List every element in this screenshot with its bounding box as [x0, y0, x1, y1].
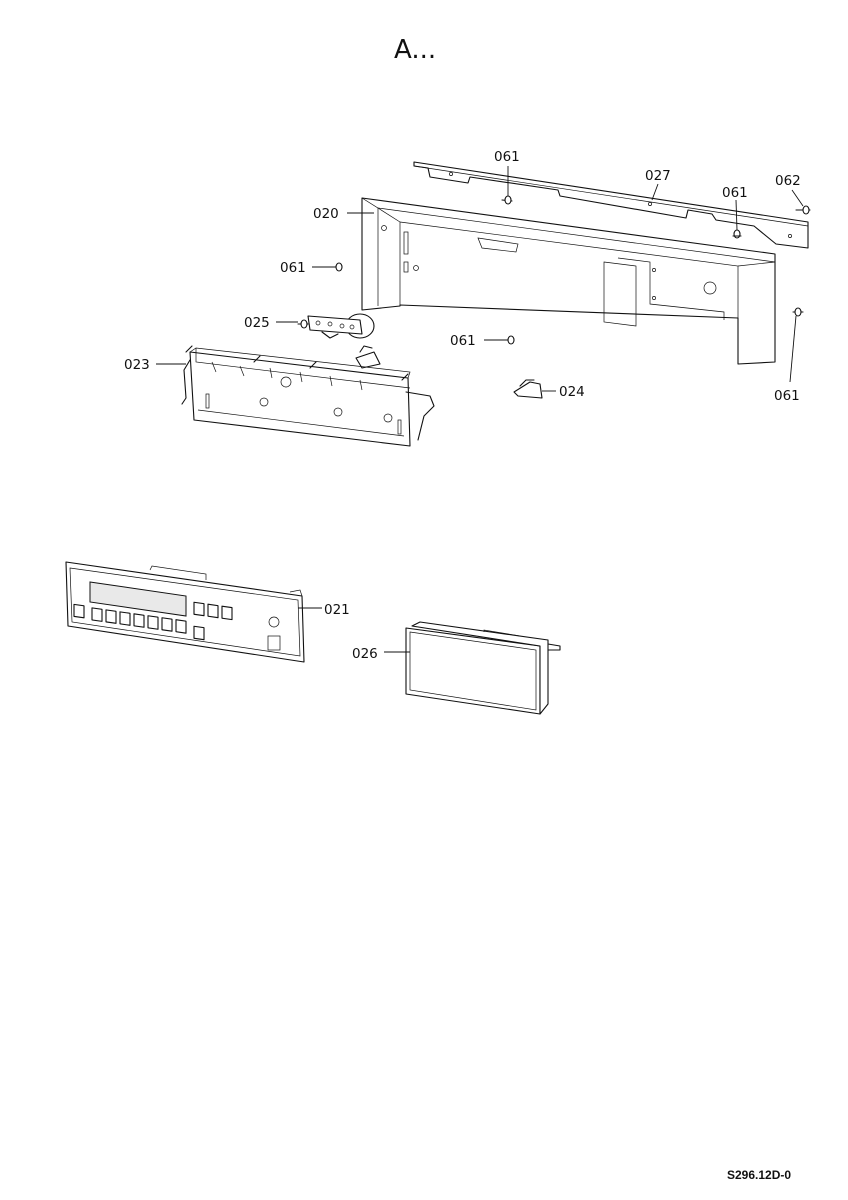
- page-title: A...: [394, 35, 436, 65]
- callout-023: 023: [124, 357, 150, 373]
- screw-061-left: [329, 262, 343, 272]
- callout-labels: 061 027 061 062 020 061 025 061 023 024 …: [124, 149, 801, 662]
- callout-020: 020: [313, 206, 339, 222]
- callout-061: 061: [722, 185, 748, 201]
- leader-lines: [156, 166, 804, 653]
- screw-061-mid: [501, 335, 515, 345]
- callout-021: 021: [324, 602, 350, 618]
- screw-061-top: [501, 195, 513, 205]
- callout-062: 062: [775, 173, 801, 189]
- panel-window: [267, 635, 281, 651]
- part-025-switch-assembly: [297, 313, 375, 339]
- screw-061-right-bottom: [792, 307, 804, 317]
- drawing-code: S296.12D-0: [727, 1168, 791, 1182]
- callout-061: 061: [494, 149, 520, 165]
- callout-027: 027: [645, 168, 671, 184]
- screw-062: [795, 205, 811, 215]
- part-027-mounting-strip: [413, 161, 809, 249]
- callout-025: 025: [244, 315, 270, 331]
- part-023-bracket: [181, 345, 435, 447]
- part-020-frame: [361, 197, 776, 365]
- callout-061: 061: [280, 260, 306, 276]
- callout-061: 061: [774, 388, 800, 404]
- callout-024: 024: [559, 384, 585, 400]
- part-021-control-panel: [65, 561, 305, 663]
- part-026-display-cover: [405, 621, 561, 715]
- callout-061: 061: [450, 333, 476, 349]
- part-024-clip: [513, 379, 543, 399]
- clip-small: [355, 345, 381, 369]
- screw-061-right-top: [732, 229, 742, 239]
- keypad-buttons: [73, 601, 233, 641]
- callout-026: 026: [352, 646, 378, 662]
- knob-icon: [268, 616, 280, 628]
